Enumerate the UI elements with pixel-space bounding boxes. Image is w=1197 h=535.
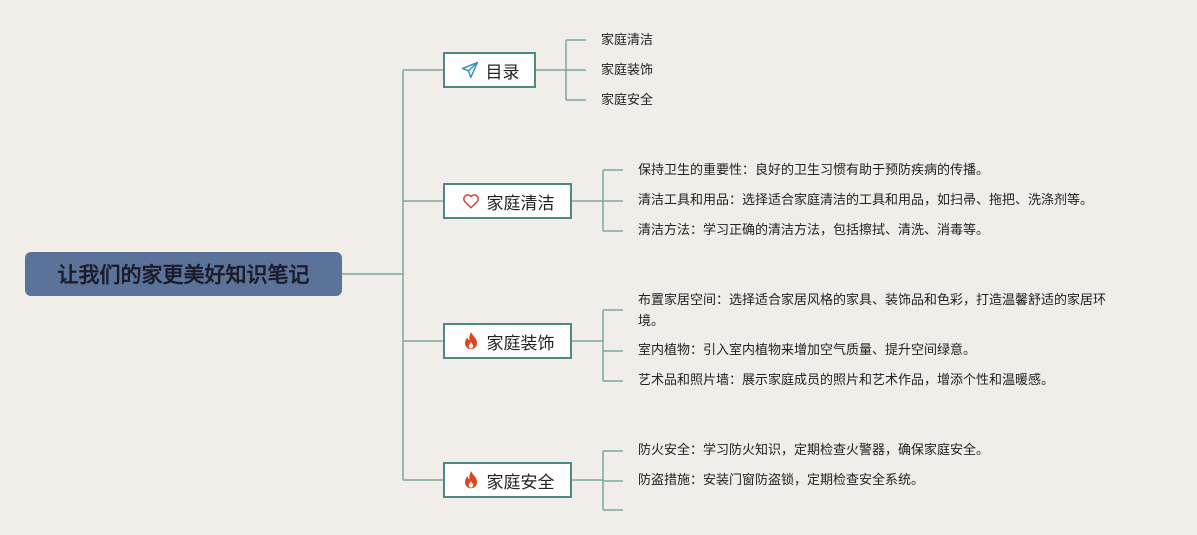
- topic-decoration[interactable]: 家庭装饰: [443, 323, 572, 359]
- subtopic-toc-item[interactable]: 家庭清洁: [601, 33, 654, 48]
- root-topic[interactable]: 让我们的家更美好知识笔记: [25, 252, 342, 296]
- subtopic-cleaning-item[interactable]: 清洁工具和用品：选择适合家庭清洁的工具和用品，如扫帚、拖把、洗涤剂等。: [638, 193, 1094, 208]
- subtopic-decoration-item[interactable]: 室内植物：引入室内植物来增加空气质量、提升空间绿意。: [638, 343, 977, 358]
- root-topic-label: 让我们的家更美好知识笔记: [57, 263, 310, 287]
- subtopic-toc-item[interactable]: 家庭装饰: [601, 63, 654, 78]
- heart-icon: [461, 191, 481, 211]
- paper-plane-icon: [460, 60, 480, 80]
- topic-cleaning[interactable]: 家庭清洁: [443, 183, 572, 219]
- topic-toc-label: 目录: [485, 62, 520, 83]
- fire-icon: [461, 470, 481, 490]
- topic-decoration-label: 家庭装饰: [486, 333, 555, 354]
- topic-toc[interactable]: 目录: [443, 52, 536, 88]
- subtopic-cleaning-item[interactable]: 保持卫生的重要性：良好的卫生习惯有助于预防疾病的传播。: [638, 163, 990, 178]
- subtopic-decoration-item[interactable]: 布置家居空间：选择适合家居风格的家具、装饰品和色彩，打造温馨舒适的家居环境。: [638, 293, 1107, 329]
- subtopic-safety-item[interactable]: 防火安全：学习防火知识，定期检查火警器，确保家庭安全。: [638, 443, 990, 458]
- subtopic-toc-item[interactable]: 家庭安全: [601, 93, 654, 108]
- topic-cleaning-label: 家庭清洁: [486, 193, 555, 214]
- subtopic-cleaning-item[interactable]: 清洁方法：学习正确的清洁方法，包括擦拭、清洗、消毒等。: [638, 223, 990, 238]
- subtopic-decoration-item[interactable]: 艺术品和照片墙：展示家庭成员的照片和艺术作品，增添个性和温暖感。: [638, 373, 1055, 388]
- fire-icon: [461, 331, 481, 351]
- subtopic-safety-item[interactable]: 防盗措施：安装门窗防盗锁，定期检查安全系统。: [638, 473, 925, 488]
- topic-safety[interactable]: 家庭安全: [443, 462, 572, 498]
- topic-safety-label: 家庭安全: [486, 472, 555, 493]
